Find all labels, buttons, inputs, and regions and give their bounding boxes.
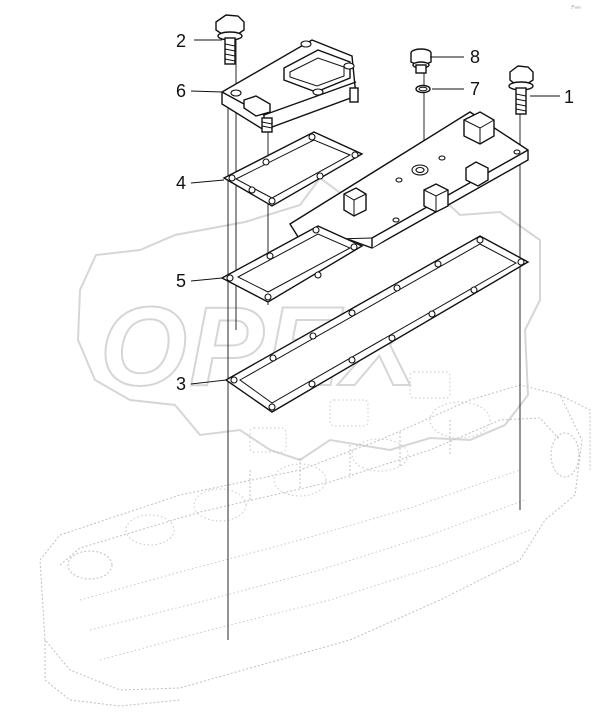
callout-2: 2 — [176, 31, 186, 51]
callout-8: 8 — [470, 47, 480, 67]
callout-3: 3 — [176, 374, 186, 394]
callout-1: 1 — [564, 87, 574, 107]
callout-5: 5 — [176, 271, 186, 291]
bolt-part-2 — [215, 14, 245, 65]
gasket-part-5 — [220, 225, 364, 303]
corner-mark: ₂ᴾ₀₀₀₀ — [571, 4, 581, 9]
cover-part-6 — [221, 39, 359, 133]
callout-4: 4 — [176, 173, 186, 193]
callout-6: 6 — [176, 81, 186, 101]
callout-labels: 1 2 3 4 5 6 7 8 — [176, 31, 574, 394]
plug-part-8 — [410, 48, 432, 74]
callout-7: 7 — [470, 79, 480, 99]
gasket-part-3 — [224, 235, 530, 413]
air-housing — [289, 111, 529, 249]
watermark-gear-outline — [76, 176, 541, 462]
bolt-part-1 — [508, 65, 534, 115]
gasket-part-4 — [222, 131, 364, 207]
callout-leaders — [190, 39, 560, 385]
engine-head-sketch — [39, 371, 591, 707]
o-ring-part-7 — [415, 84, 431, 94]
